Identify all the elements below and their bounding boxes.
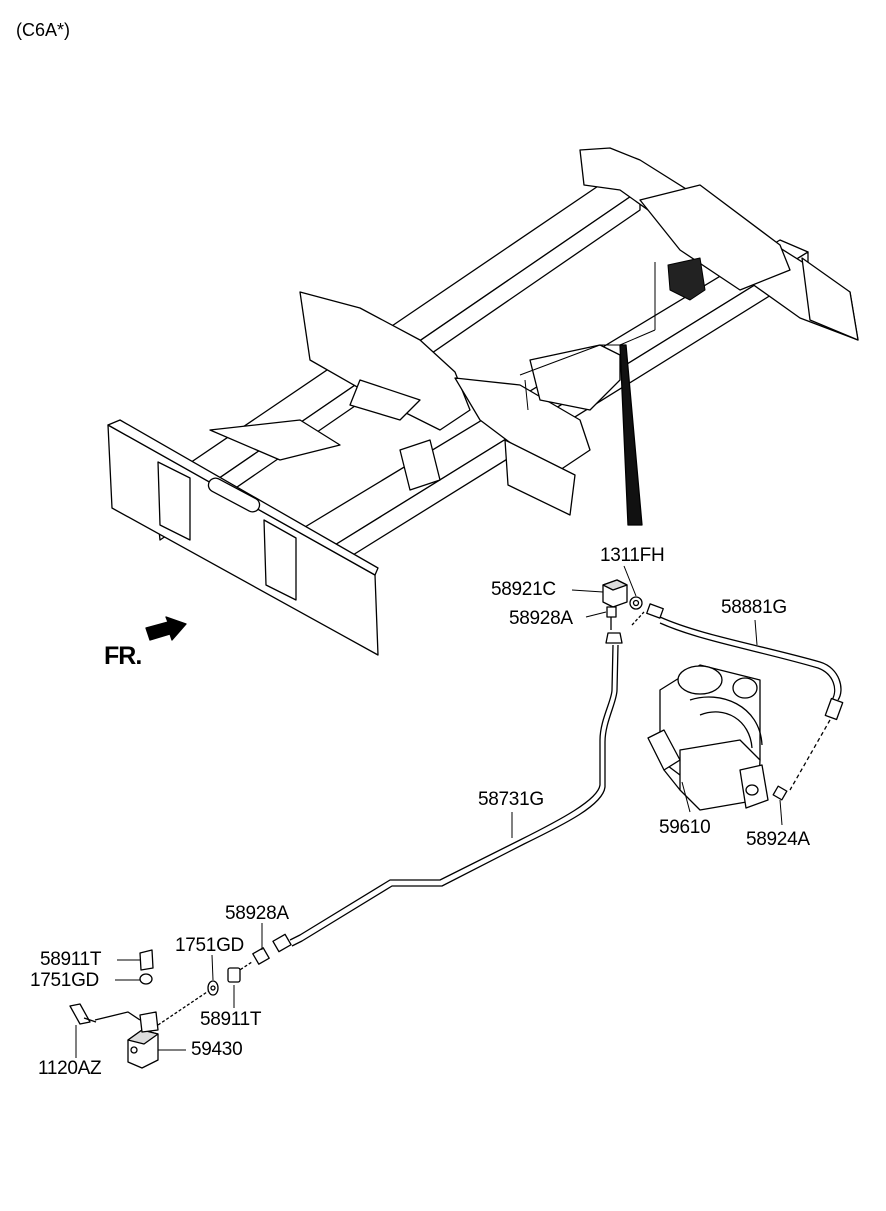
label-58928a-bottom: 58928A <box>225 903 289 924</box>
part-58924a <box>772 785 788 801</box>
model-code: (C6A*) <box>16 20 71 40</box>
front-direction-arrow <box>145 616 187 641</box>
label-58924a: 58924A <box>746 829 810 850</box>
label-58881g: 58881G <box>721 597 787 618</box>
label-1311fh: 1311FH <box>600 545 665 566</box>
tube-58731g <box>289 644 619 947</box>
part-58911t-left <box>139 949 154 971</box>
valve-assembly <box>69 949 219 1069</box>
front-direction-label: FR. <box>104 642 142 670</box>
chassis-frame <box>107 147 859 656</box>
wire-harness <box>619 344 643 526</box>
part-58928a-top <box>606 606 617 618</box>
crossmember-2 <box>454 377 591 471</box>
crossmember-4 <box>639 184 791 291</box>
label-58911t-right: 58911T <box>200 1009 262 1030</box>
hose-58881g <box>631 611 844 791</box>
label-58731g: 58731G <box>478 789 544 810</box>
frame-bracket <box>519 257 706 411</box>
leader-lines <box>75 565 783 1058</box>
crossmember-1 <box>299 291 471 431</box>
label-59430: 59430 <box>191 1039 243 1060</box>
part-1120az <box>69 1003 91 1025</box>
fittings-upper <box>602 579 664 644</box>
label-1751gd-left: 1751GD <box>30 970 99 991</box>
label-1120az: 1120AZ <box>38 1058 102 1079</box>
part-1751gd-left <box>139 973 153 985</box>
label-58911t-left: 58911T <box>40 949 102 970</box>
part-59610 <box>647 664 788 811</box>
label-59610: 59610 <box>659 817 711 838</box>
label-58928a-top: 58928A <box>509 608 573 629</box>
label-58921c: 58921C <box>491 579 556 600</box>
label-1751gd-right: 1751GD <box>175 935 244 956</box>
tube-lower-fitting <box>227 933 292 983</box>
